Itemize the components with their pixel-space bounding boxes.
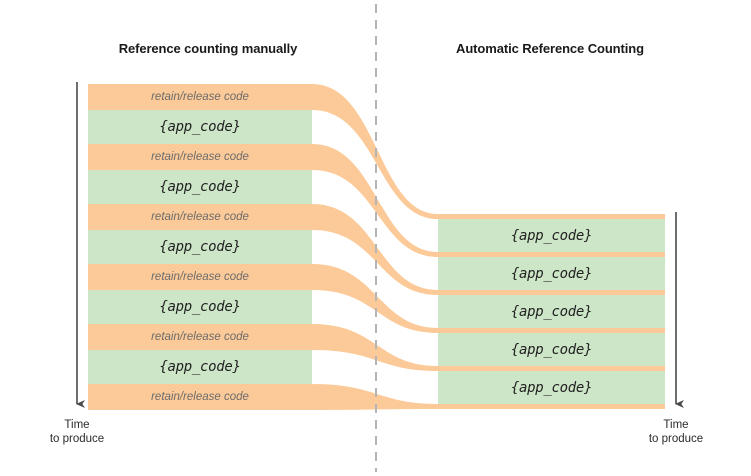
- bar-label: retain/release code: [151, 91, 249, 103]
- left-bar-app-code: {app_code}: [88, 110, 312, 144]
- bar-label: {app_code}: [159, 299, 241, 315]
- heading-manual-reference-counting: Reference counting manually: [118, 41, 298, 56]
- left-bar-app-code: {app_code}: [88, 350, 312, 384]
- left-bar-retain-release: retain/release code: [88, 204, 312, 230]
- bar-label: retain/release code: [151, 331, 249, 343]
- right-bar-app-code: {app_code}: [438, 333, 665, 366]
- right-bar-app-code: {app_code}: [438, 295, 665, 328]
- right-bar-retain-release-line: [438, 214, 665, 219]
- bar-label: {app_code}: [510, 379, 593, 396]
- left-bar-app-code: {app_code}: [88, 170, 312, 204]
- left-bar-retain-release: retain/release code: [88, 384, 312, 410]
- bar-label: {app_code}: [159, 359, 241, 375]
- bar-label: retain/release code: [151, 211, 249, 223]
- time-to-produce-label-right: Time to produce: [648, 419, 704, 445]
- bar-label: retain/release code: [151, 151, 249, 163]
- heading-automatic-reference-counting: Automatic Reference Counting: [456, 41, 644, 56]
- time-to-produce-label-left: Time to produce: [49, 419, 105, 445]
- left-bar-retain-release: retain/release code: [88, 84, 312, 110]
- bar-label: {app_code}: [159, 119, 241, 135]
- left-bar-app-code: {app_code}: [88, 230, 312, 264]
- right-bar-retain-release-line: [438, 328, 665, 333]
- left-bar-retain-release: retain/release code: [88, 324, 312, 350]
- right-bar-retain-release-line: [438, 366, 665, 371]
- bar-label: retain/release code: [151, 391, 249, 403]
- bar-label: {app_code}: [159, 239, 241, 255]
- right-bar-app-code: {app_code}: [438, 371, 665, 404]
- bar-label: {app_code}: [510, 341, 593, 358]
- bar-label: {app_code}: [510, 227, 593, 244]
- bar-label: {app_code}: [510, 303, 593, 320]
- right-bar-retain-release-line: [438, 404, 665, 409]
- bar-label: {app_code}: [159, 179, 241, 195]
- left-bar-retain-release: retain/release code: [88, 144, 312, 170]
- right-bar-app-code: {app_code}: [438, 219, 665, 252]
- right-bar-retain-release-line: [438, 252, 665, 257]
- right-bar-app-code: {app_code}: [438, 257, 665, 290]
- bar-label: retain/release code: [151, 271, 249, 283]
- left-bar-retain-release: retain/release code: [88, 264, 312, 290]
- bar-label: {app_code}: [510, 265, 593, 282]
- right-bar-retain-release-line: [438, 290, 665, 295]
- left-bar-app-code: {app_code}: [88, 290, 312, 324]
